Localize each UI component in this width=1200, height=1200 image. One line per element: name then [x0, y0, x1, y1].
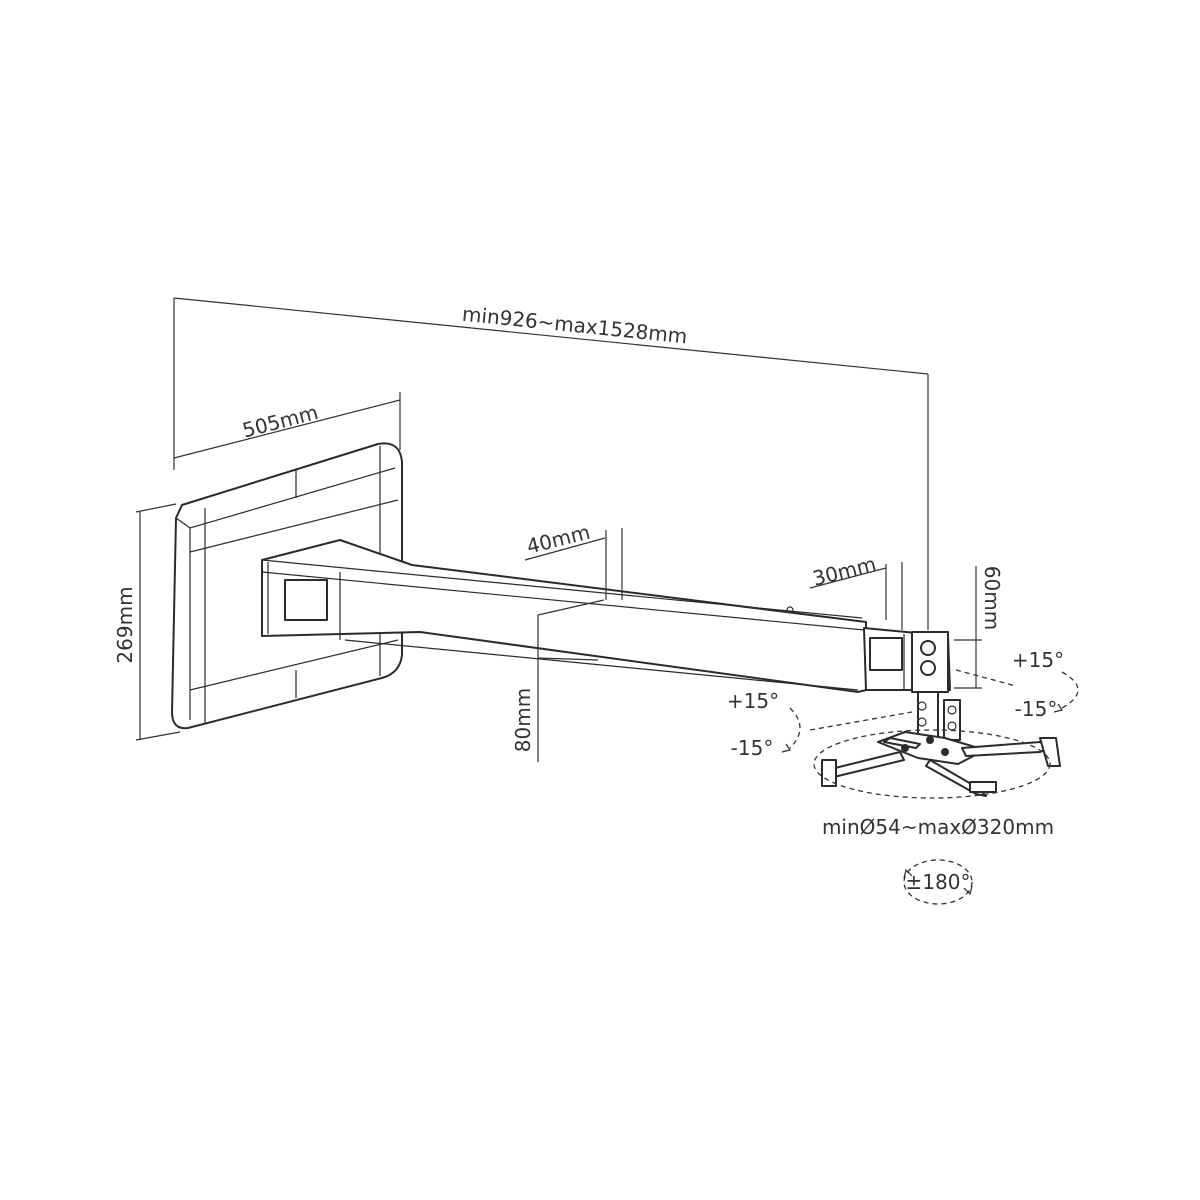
extension-width-label: 30mm	[810, 552, 878, 591]
arrow-icon	[1053, 703, 1063, 713]
rotation-label: ±180°	[906, 870, 971, 894]
tilt-left-up-label: +15°	[727, 689, 779, 713]
rotate-arrow-icon	[903, 868, 913, 879]
bracket-diameter-label: minØ54~maxØ320mm	[822, 815, 1054, 839]
arrow-icon	[781, 743, 791, 753]
plate-width-label: 505mm	[240, 400, 321, 443]
plate-height-label: 269mm	[113, 586, 137, 663]
knob-lower	[920, 660, 936, 676]
tube-end	[869, 637, 903, 671]
dimension-lines	[135, 297, 1017, 762]
tilt-arc-left	[789, 707, 801, 749]
tilt-head	[911, 631, 961, 741]
tilt-left-down-label: -15°	[731, 736, 774, 760]
arm-cutout	[284, 579, 328, 621]
arm-height-label: 80mm	[511, 688, 535, 752]
knob-upper	[920, 640, 936, 656]
universal-bracket	[821, 731, 1061, 797]
tilt-right-up-label: +15°	[1012, 648, 1064, 672]
tilt-right-down-label: -15°	[1015, 697, 1058, 721]
arm-width-label: 40mm	[524, 520, 592, 559]
bracket-range-ellipse	[813, 729, 1051, 799]
angle-arcs	[781, 671, 1079, 905]
main-arm	[261, 539, 867, 693]
extension-height-label: 60mm	[980, 566, 1004, 630]
rotation-circle	[903, 859, 973, 905]
rotate-arrow-icon	[963, 885, 973, 896]
arm-length-label: min926~max1528mm	[461, 302, 688, 349]
tilt-arc-right	[1061, 671, 1079, 709]
